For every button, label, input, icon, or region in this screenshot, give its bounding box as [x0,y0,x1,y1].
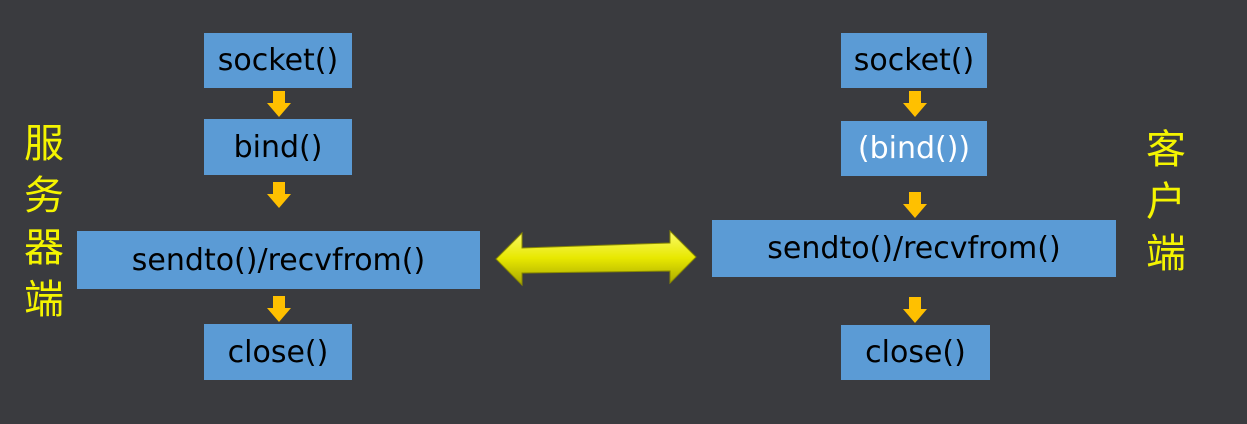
down-arrow-icon [903,297,927,323]
server-label-char: 端 [24,277,64,323]
client-side-label: 客 户 端 [1143,124,1189,280]
client-bind-box: (bind()) [841,121,987,176]
down-arrow-icon [267,91,291,117]
client-label-char: 户 [1146,179,1186,225]
client-sendto-recvfrom-label: sendto()/recvfrom() [767,231,1061,266]
client-label-char: 端 [1146,231,1186,277]
server-sendto-recvfrom-box: sendto()/recvfrom() [77,231,480,289]
bidirectional-arrow-icon [495,230,697,287]
client-bind-label: (bind()) [857,131,971,166]
client-label-char: 客 [1146,127,1186,173]
client-socket-label: socket() [853,43,975,78]
server-label-char: 务 [24,173,64,219]
server-socket-box: socket() [204,33,352,88]
server-side-label: 服 务 器 端 [21,118,67,326]
down-arrow-icon [267,182,291,208]
down-arrow-icon [903,192,927,218]
server-label-char: 器 [24,225,64,271]
server-close-box: close() [204,324,352,380]
server-socket-label: socket() [217,43,339,78]
down-arrow-icon [903,91,927,117]
client-close-box: close() [841,325,990,380]
server-sendto-recvfrom-label: sendto()/recvfrom() [131,242,426,278]
server-bind-box: bind() [204,119,352,175]
server-close-label: close() [227,334,329,370]
client-socket-box: socket() [841,33,987,88]
client-close-label: close() [865,335,966,370]
server-bind-label: bind() [233,129,323,165]
client-sendto-recvfrom-box: sendto()/recvfrom() [712,220,1116,277]
down-arrow-icon [267,296,291,322]
server-label-char: 服 [24,121,64,167]
